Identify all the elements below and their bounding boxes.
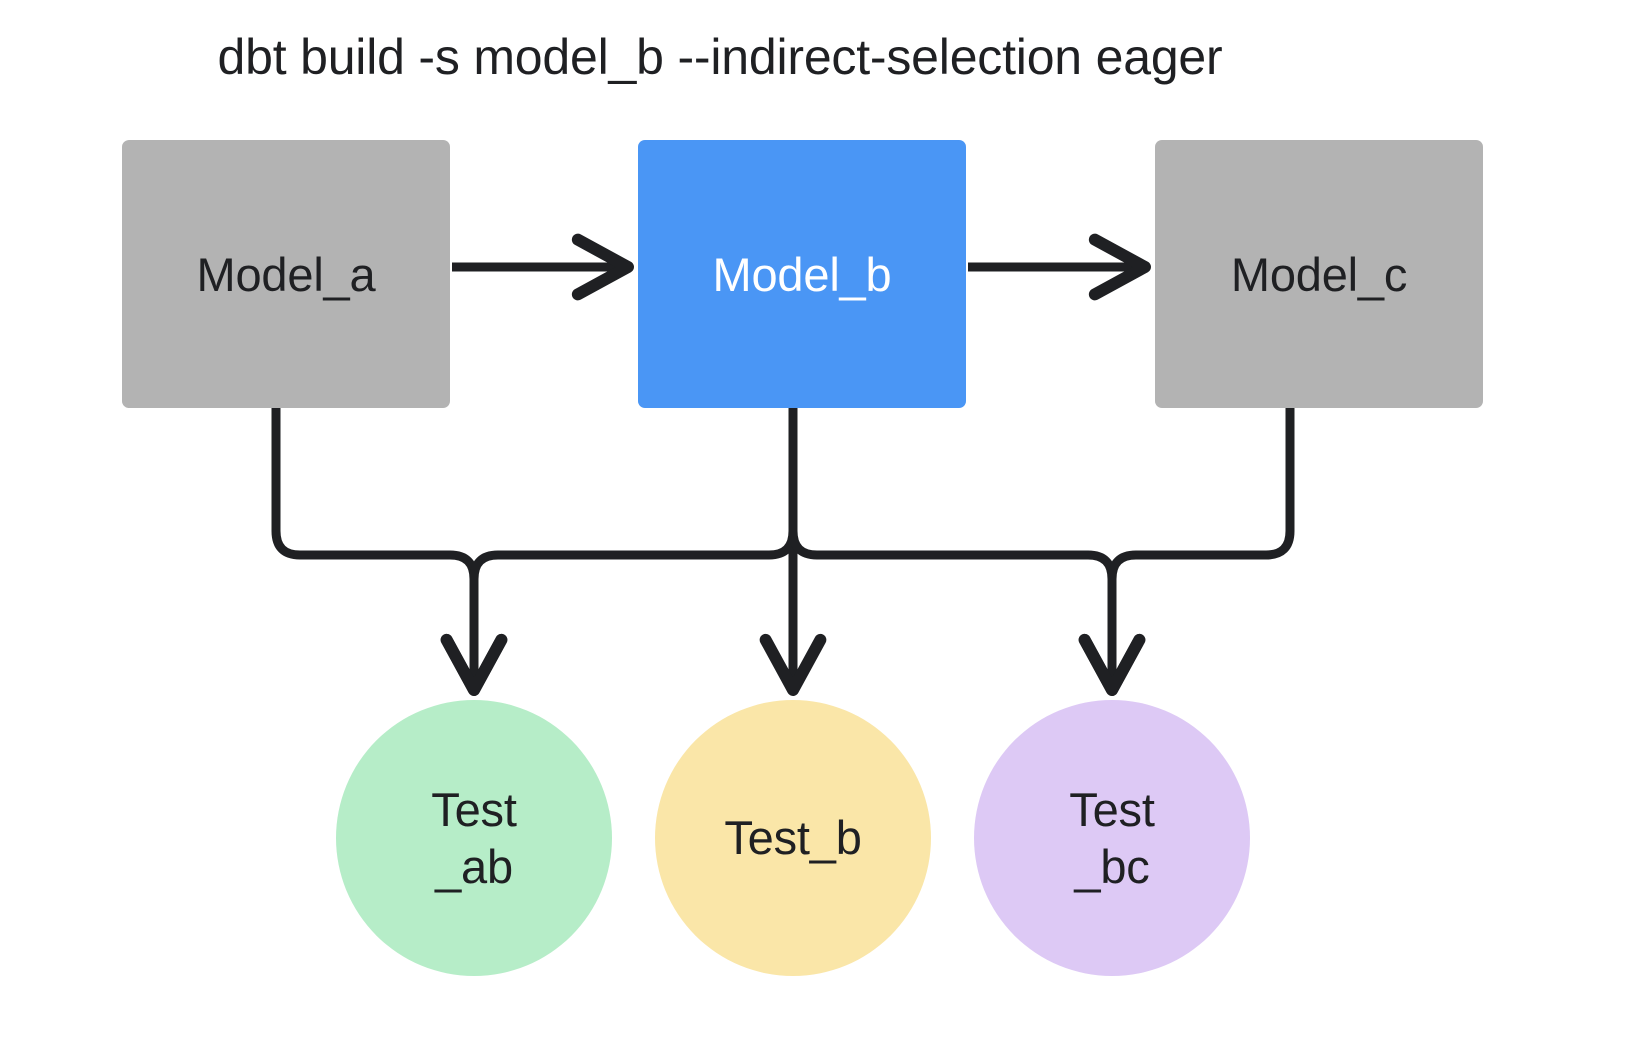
node-model-b[interactable]: Model_b xyxy=(638,140,966,408)
node-test-bc-label-line1: Test xyxy=(1069,782,1155,836)
diagram-title: dbt build -s model_b --indirect-selectio… xyxy=(217,29,1223,85)
node-model-c[interactable]: Model_c xyxy=(1155,140,1483,408)
node-model-c-label: Model_c xyxy=(1230,247,1408,301)
node-test-ab-label-line2: _ab xyxy=(435,840,513,893)
node-test-bc[interactable]: Test _bc xyxy=(974,700,1250,976)
node-model-a[interactable]: Model_a xyxy=(122,140,450,408)
node-test-b-label-line1: Test_b xyxy=(724,811,862,865)
node-test-ab-label-line1: Test xyxy=(431,782,517,836)
node-test-b[interactable]: Test_b xyxy=(655,700,931,976)
edge-model-b-to-test-ab xyxy=(440,408,798,696)
edge-model-b-to-test-bc xyxy=(788,408,1146,696)
node-test-ab[interactable]: Test _ab xyxy=(336,700,612,976)
node-model-a-label: Model_a xyxy=(196,247,376,301)
edge-model-a-to-test-ab xyxy=(271,408,508,696)
edge-model-c-to-test-bc xyxy=(1078,408,1295,696)
node-model-b-label: Model_b xyxy=(712,247,892,301)
node-test-bc-label-line2: _bc xyxy=(1074,840,1150,893)
